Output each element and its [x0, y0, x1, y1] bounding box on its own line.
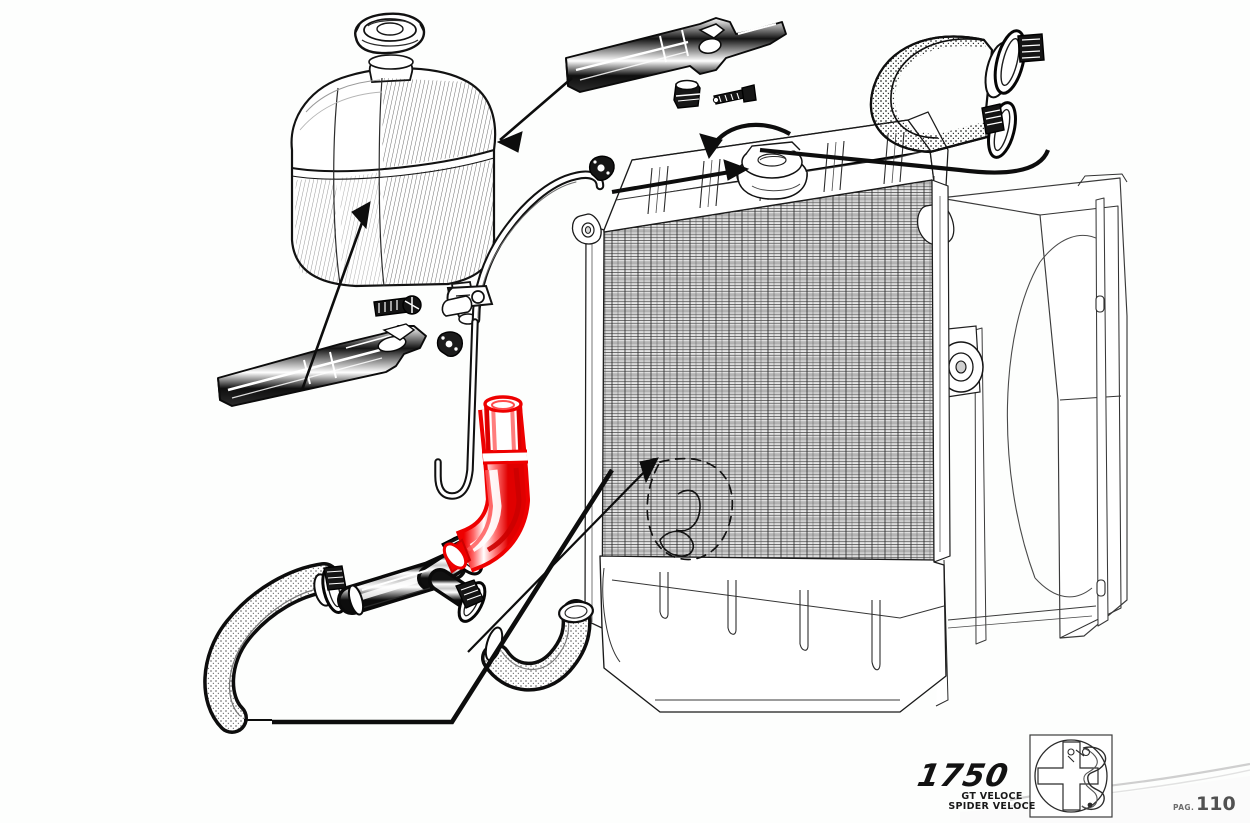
part-expansion-tank-cap [354, 12, 426, 55]
part-overflow-pipe-nut [436, 331, 463, 357]
leader-upper-hose [759, 147, 1050, 175]
leader-hidden-detail [467, 463, 653, 653]
part-lower-hose-right [481, 599, 594, 692]
part-retaining-strap-upper [565, 17, 787, 93]
part-hose-clamp-a [993, 29, 1045, 95]
part-hose-clamp-b [981, 101, 1017, 159]
annotations-layer [272, 77, 1050, 725]
radiator-lower-tank [599, 555, 947, 713]
alfa-romeo-badge [1029, 734, 1113, 818]
leader-strap-upper [499, 77, 573, 141]
part-hex-nut-radiator [588, 155, 615, 181]
part-strap-bolt [712, 84, 757, 105]
part-highlighted-hose [442, 395, 530, 574]
part-hose-clamp-e [455, 579, 487, 623]
part-strap-nut [673, 79, 701, 109]
part-upper-radiator-hose [869, 29, 1045, 159]
part-fan-shroud [939, 173, 1128, 645]
leader-tank [300, 205, 370, 391]
page-number-prefix: PAG. [1173, 803, 1195, 812]
part-pipe-clip [441, 295, 473, 317]
part-bolt-lower [373, 295, 422, 317]
part-lower-hose-left [203, 562, 340, 734]
part-overflow-pipe [434, 170, 605, 500]
page-number: 110 [1196, 793, 1236, 815]
leader-lower-hoses [272, 468, 614, 725]
leader-radiator-cap [611, 168, 743, 194]
annotation-hidden-detail-inner [659, 489, 701, 557]
part-radiator [571, 111, 984, 713]
annotation-hidden-detail-circle [646, 457, 734, 561]
